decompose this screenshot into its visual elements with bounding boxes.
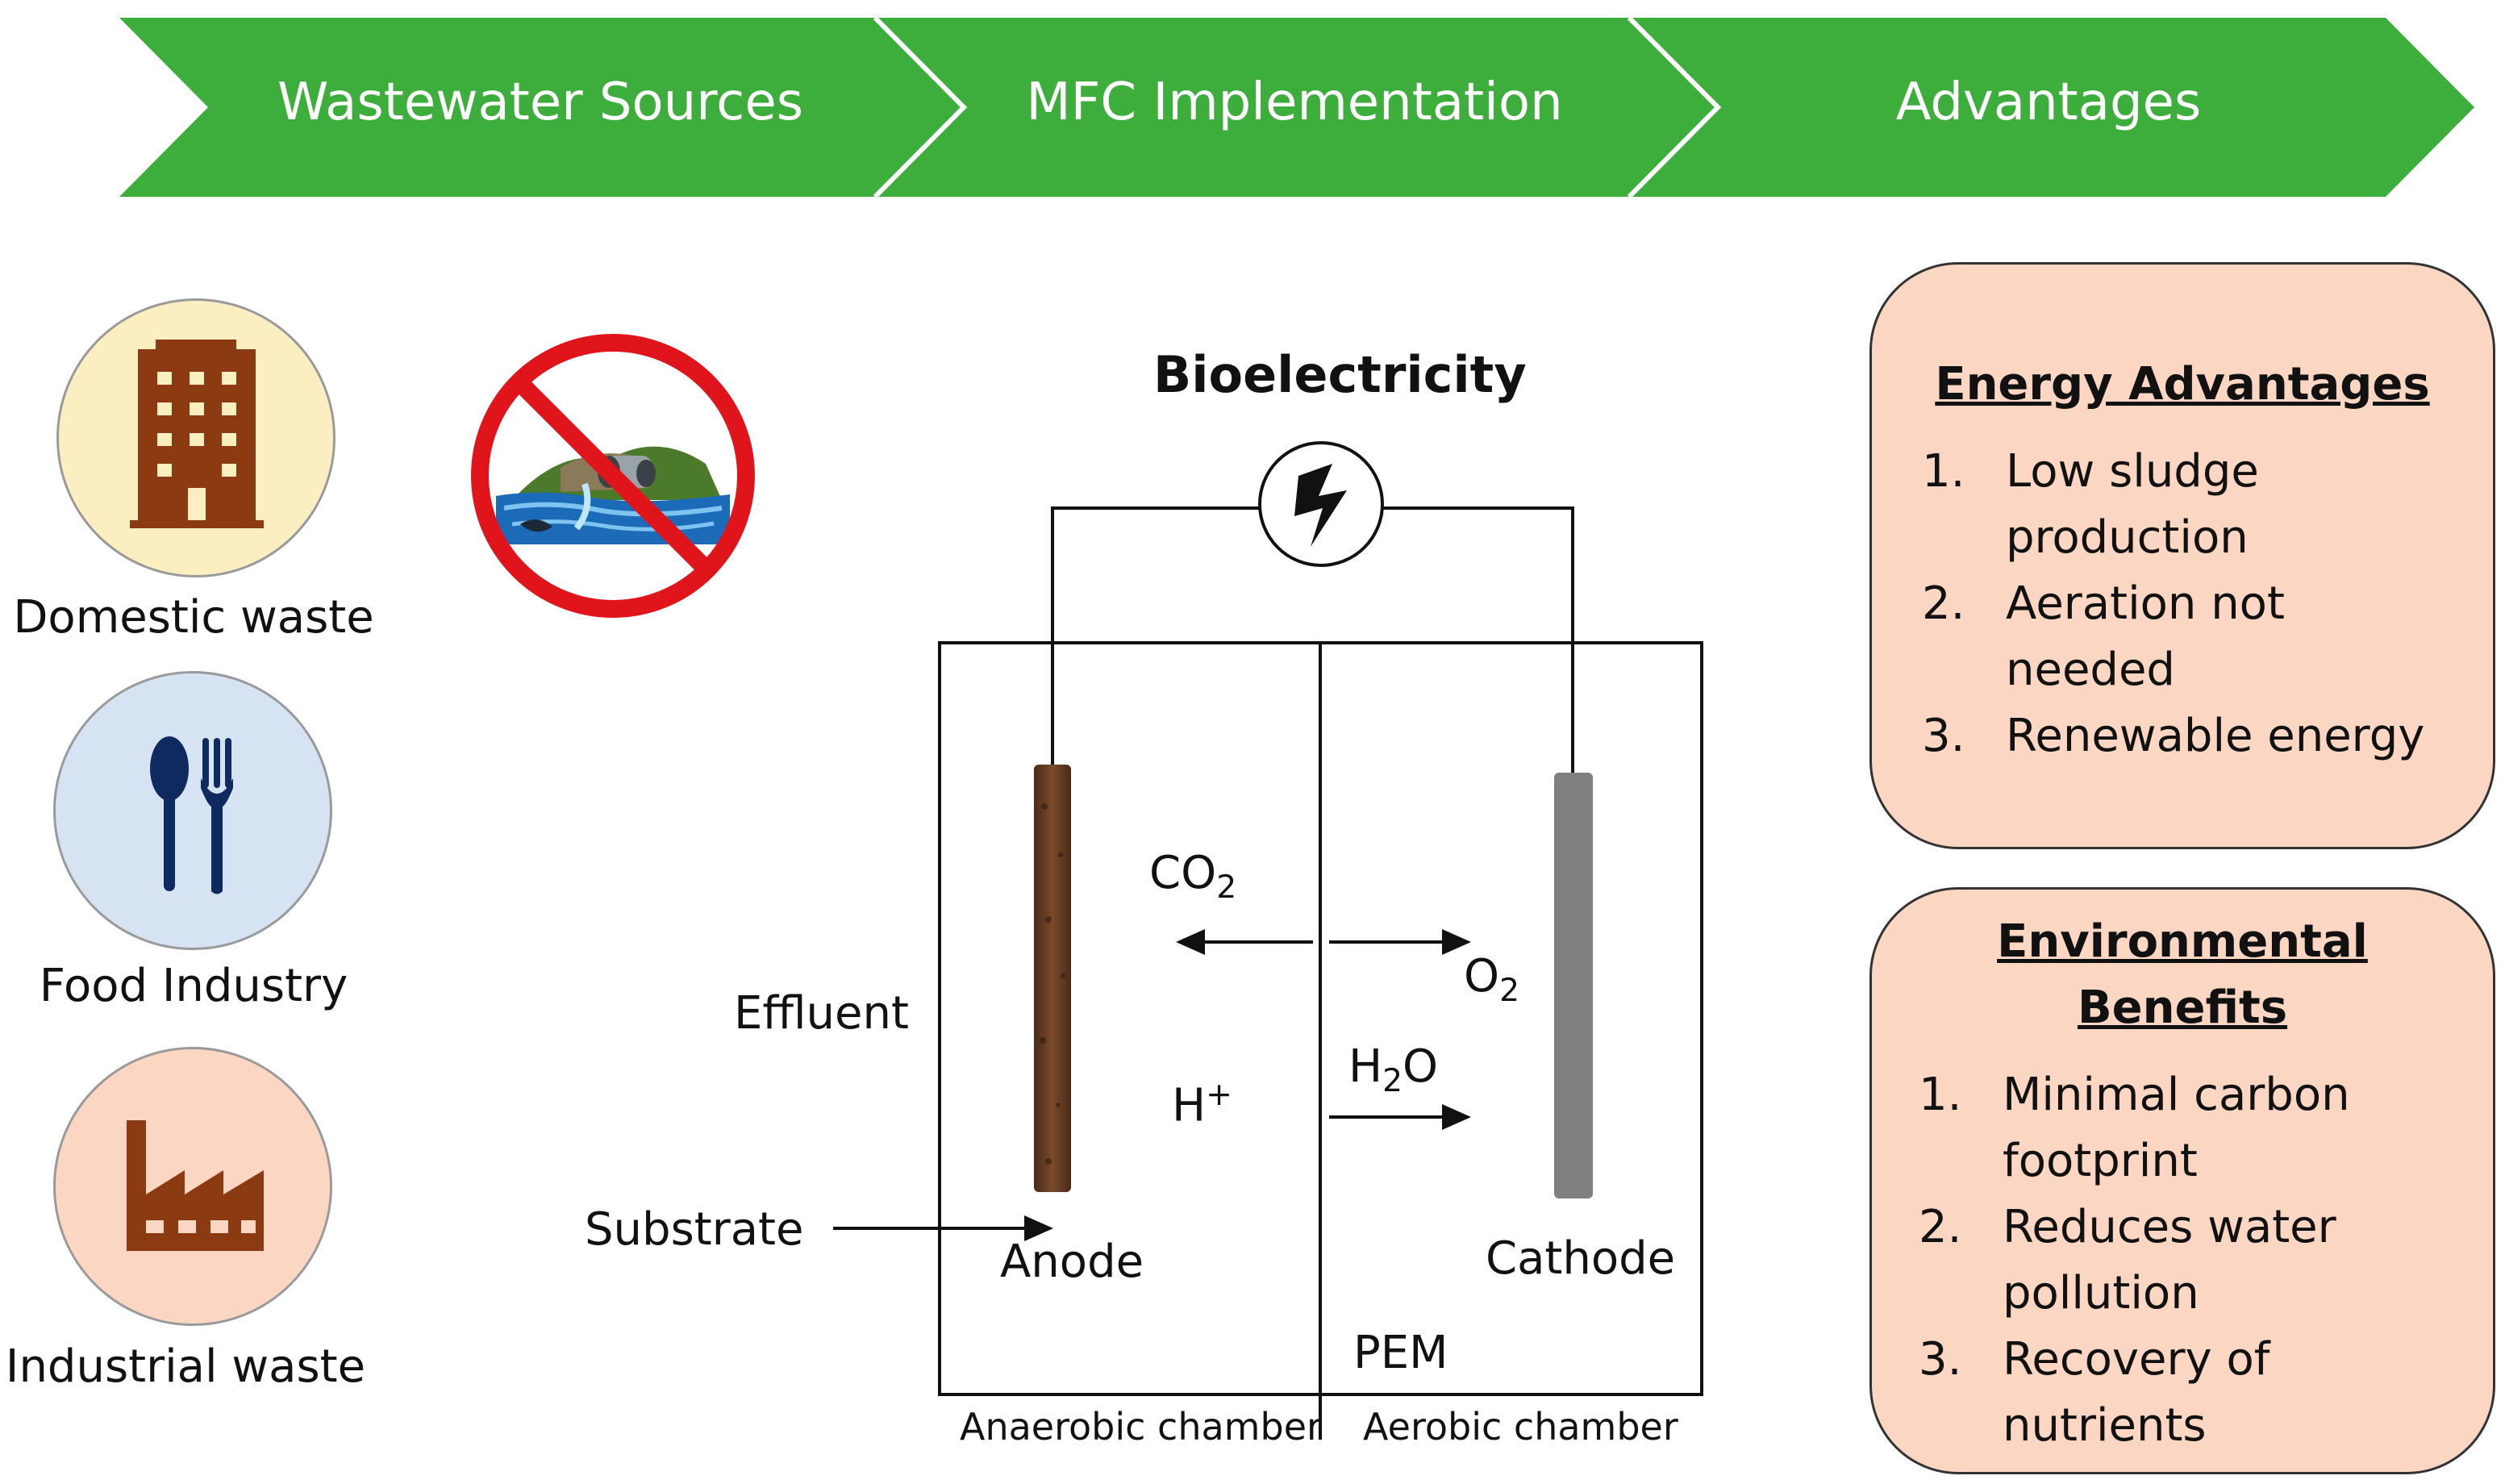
cathode-label: Cathode <box>1486 1232 1676 1285</box>
anode-electrode <box>1034 765 1071 1192</box>
banner-divider-2 <box>1627 15 1722 199</box>
industrial-waste-circle <box>53 1047 332 1326</box>
banner-step-1-shape <box>119 18 964 197</box>
banner-step-3-shape <box>1629 18 2474 197</box>
food-industry-circle <box>53 671 332 950</box>
domestic-waste-circle <box>56 298 336 577</box>
co2-label: CO2 <box>1149 847 1237 907</box>
bioelectricity-title: Bioelectricity <box>1153 345 1527 404</box>
no-sewage-discharge-icon <box>471 334 755 618</box>
industrial-waste-label: Industrial waste <box>5 1340 366 1393</box>
effluent-label: Effluent <box>734 987 909 1040</box>
cathode-electrode <box>1554 773 1593 1198</box>
banner-step-mfc-implementation: MFC Implementation <box>1026 73 1563 132</box>
load-lightning-icon <box>1258 441 1384 567</box>
h2o-label: H2O <box>1348 1040 1439 1100</box>
aerobic-chamber-label: Aerobic chamber <box>1363 1405 1678 1449</box>
banner-step-wastewater-sources: Wastewater Sources <box>277 73 804 132</box>
anaerobic-chamber-label: Anaerobic chamber <box>960 1405 1322 1449</box>
anode-label: Anode <box>1000 1236 1144 1288</box>
banner-step-advantages: Advantages <box>1895 73 2202 132</box>
building-icon <box>130 340 264 528</box>
pem-label: PEM <box>1353 1327 1448 1379</box>
process-banner <box>119 15 2474 199</box>
anode-wire <box>1051 506 1261 766</box>
banner-divider-1 <box>873 15 968 199</box>
cathode-wire <box>1382 506 1574 774</box>
domestic-waste-label: Domestic waste <box>13 591 374 644</box>
banner-step-2-shape <box>875 18 1718 197</box>
substrate-label: Substrate <box>585 1203 804 1256</box>
o2-label: O2 <box>1464 950 1520 1010</box>
list-item: 3. Renewable energy <box>1922 710 2425 762</box>
utensils-icon <box>150 736 233 894</box>
hplus-label: H+ <box>1172 1077 1232 1132</box>
factory-icon <box>127 1120 264 1251</box>
food-industry-label: Food Industry <box>39 960 348 1012</box>
energy-advantages-title: Energy Advantages <box>1935 358 2430 411</box>
